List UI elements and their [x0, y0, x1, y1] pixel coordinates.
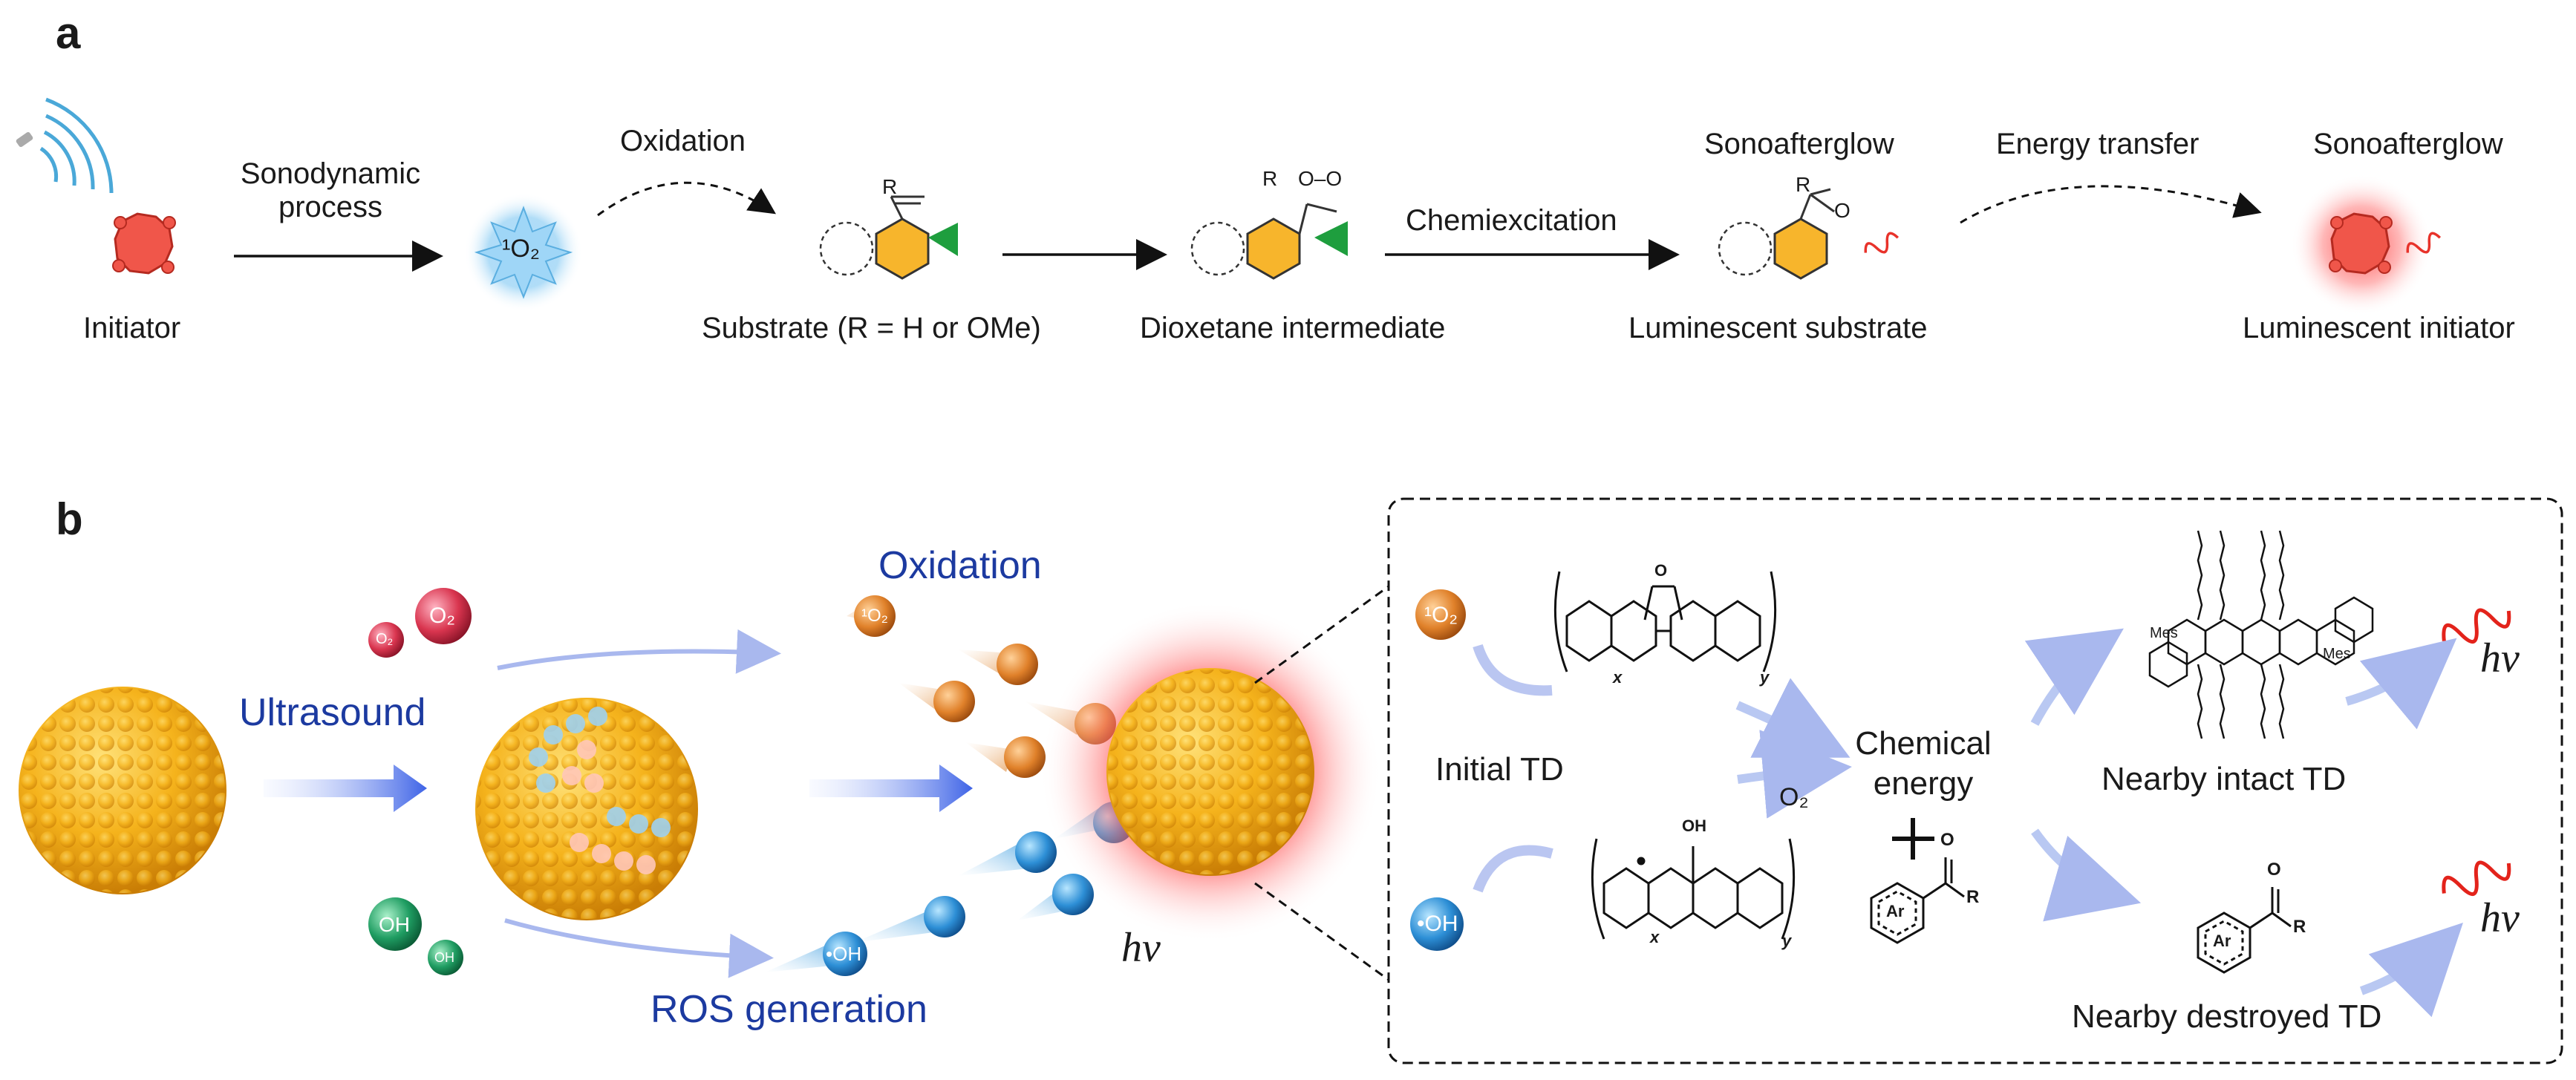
particle-oh-label: •OH: [826, 943, 862, 965]
energy-transfer-label: Energy transfer: [1996, 128, 2200, 160]
y-label-bottom: y: [1782, 932, 1792, 950]
mes-label-bottom: Mes: [2323, 646, 2351, 662]
nanoparticle-glowing: [1040, 601, 1381, 943]
luminescent-initiator-label: Luminescent initiator: [2243, 312, 2515, 344]
chemical-line1: Chemical: [1855, 725, 1992, 762]
ar-label-2: Ar: [2213, 932, 2231, 950]
oh-small-label: OH: [434, 950, 454, 965]
sonoafterglow-label-1: Sonoafterglow: [1704, 128, 1894, 160]
oxidation-label-b: Oxidation: [878, 544, 1042, 587]
substrate-label: Substrate (R = H or OMe): [702, 312, 1041, 344]
o-label-2: O: [2267, 860, 2281, 880]
ultrasound-waves-icon: [16, 97, 114, 194]
dashed-arrow-oxidation: [597, 181, 776, 217]
aryl-ketone-structure-1: [1870, 857, 1965, 944]
wavy-emission-icon-1: [1864, 232, 1900, 254]
sonodynamic-line1: Sonodynamic: [240, 157, 421, 190]
panel-a-letter: a: [56, 8, 81, 58]
initiator-label: Initiator: [83, 312, 181, 344]
ultrasound-arrow-icon: [264, 765, 427, 812]
hv-main-label: hν: [1121, 925, 1161, 971]
luminescent-substrate-structure: [1718, 188, 1900, 280]
dioxetane-oo-label: O–O: [1298, 167, 1343, 190]
td-intact-structure: [2148, 530, 2374, 739]
hv-top-label: hν: [2480, 635, 2520, 681]
zoom-line-bottom: [1254, 882, 1389, 981]
nanoparticle-initial: [19, 687, 226, 894]
oh-big-label: OH: [379, 913, 410, 936]
inset-hydroxyl-icon: [1410, 897, 1464, 951]
oxidation-label-a: Oxidation: [620, 125, 746, 157]
luminescent-r-label: R: [1796, 173, 1811, 196]
singlet-oxygen-icon: [464, 193, 583, 312]
chemiexcitation-label: Chemiexcitation: [1406, 204, 1617, 237]
inset-o2-reagent-label: O₂: [1779, 783, 1809, 811]
chemical-energy-label: Chemical energy: [1834, 724, 2012, 804]
dashed-arrow-energy-transfer: [1960, 185, 2262, 224]
nearby-intact-label: Nearby intact TD: [2101, 761, 2347, 797]
inset-o2-label: ¹O₂: [1424, 603, 1458, 627]
inset-box: [1387, 497, 2563, 1064]
td-hydroxyl-structure: [1591, 838, 1796, 940]
r-label-1: R: [1966, 887, 1980, 907]
luminescent-substrate-label: Luminescent substrate: [1628, 312, 1928, 344]
aryl-ketone-structure-2: [2197, 887, 2292, 974]
oh-molecule-small-icon: [428, 940, 463, 975]
oxidation-arrow-icon: [809, 765, 973, 812]
o2-molecule-big-icon: [415, 588, 472, 644]
oh-struct-label: OH: [1682, 816, 1706, 835]
inset-oh-label: •OH: [1417, 912, 1458, 936]
wavy-emission-icon-2: [2406, 232, 2442, 254]
hv-bottom-label: hν: [2480, 895, 2520, 941]
inset-singlet-oxygen-icon: [1415, 589, 1466, 640]
ultrasound-label: Ultrasound: [239, 691, 426, 734]
panel-b-letter: b: [56, 494, 83, 544]
ar-label-1: Ar: [1886, 902, 1905, 920]
o-struct-label: O: [1654, 561, 1668, 580]
dioxetane-structure: [1190, 203, 1348, 280]
td-endoperoxide-structure: [1553, 571, 1777, 672]
x-label-top: x: [1613, 668, 1623, 687]
nearby-destroyed-label: Nearby destroyed TD: [2072, 998, 2382, 1035]
charge-separation-region: [529, 707, 671, 874]
luminescent-initiator-icon: [2291, 174, 2442, 315]
luminescent-o-label: O: [1834, 199, 1851, 222]
o2-big-label: O₂: [429, 603, 455, 628]
ros-generation-label: ROS generation: [650, 988, 927, 1031]
particle-o2-label: ¹O₂: [861, 606, 888, 626]
r-label-2: R: [2293, 917, 2306, 937]
dioxetane-r-label: R: [1262, 167, 1278, 190]
y-label-top: y: [1760, 668, 1770, 687]
hv-wave-icon-bottom: [2442, 860, 2511, 896]
o2-molecule-small-icon: [368, 622, 404, 658]
singlet-o2-label: ¹O₂: [502, 235, 540, 263]
sonodynamic-line2: process: [278, 191, 383, 223]
mes-label-top: Mes: [2150, 625, 2178, 641]
substrate-r-label: R: [882, 175, 898, 198]
chemical-line2: energy: [1873, 765, 1974, 802]
initiator-molecule-icon: [112, 212, 176, 275]
dioxetane-label: Dioxetane intermediate: [1140, 312, 1446, 344]
sonodynamic-label: Sonodynamic process: [223, 157, 438, 224]
initial-td-label: Initial TD: [1435, 751, 1564, 788]
o2-small-label: O₂: [376, 631, 394, 647]
o-label-1: O: [1940, 830, 1954, 850]
hv-wave-icon-top: [2442, 608, 2511, 644]
plus-sign-icon: [1892, 818, 1934, 860]
zoom-line-top: [1254, 585, 1389, 684]
substrate-structure: [819, 195, 958, 280]
oh-molecule-big-icon: [368, 897, 422, 951]
x-label-bottom: x: [1650, 928, 1660, 946]
sonoafterglow-label-2: Sonoafterglow: [2313, 128, 2503, 160]
nanoparticle-ultrasound: [475, 698, 698, 920]
